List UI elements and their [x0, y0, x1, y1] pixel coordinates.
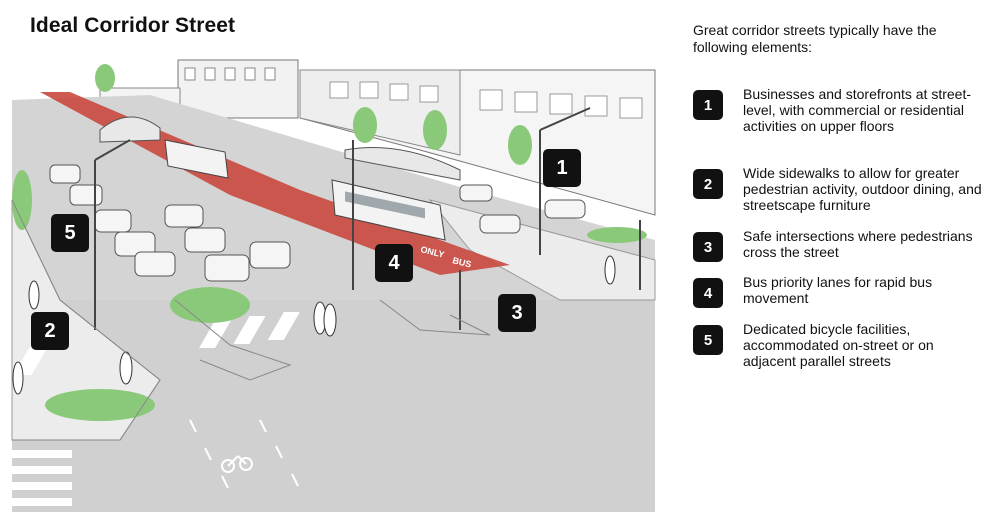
page-title: Ideal Corridor Street	[30, 14, 236, 37]
legend-text-2: Wide sidewalks to allow for greater pede…	[743, 165, 982, 213]
legend-intro: Great corridor streets typically have th…	[693, 22, 937, 55]
legend-item-5: 5 Dedicated bicycle facilities, accommod…	[693, 321, 993, 369]
legend-text-5: Dedicated bicycle facilities, accommodat…	[743, 321, 934, 369]
legend-number-2: 2	[693, 169, 723, 199]
street-lights	[94, 107, 641, 330]
pedestrians	[12, 255, 616, 395]
legend-panel: Great corridor streets typically have th…	[693, 22, 993, 369]
callout-badge-2: 2	[31, 312, 69, 350]
callout-badge-1: 1	[543, 149, 581, 187]
bus-near	[331, 179, 446, 241]
legend-number-1: 1	[693, 90, 723, 120]
crosswalk-near	[0, 312, 300, 380]
road-cross	[12, 300, 655, 512]
crosswalk-left	[12, 450, 72, 506]
bike-lane-symbol	[221, 455, 253, 473]
greenery	[12, 64, 647, 421]
bus-shelter-right	[344, 147, 461, 181]
bus-shelter-left	[99, 116, 161, 143]
buildings-left	[99, 59, 299, 119]
curb-lines	[11, 199, 491, 441]
legend-number-4: 4	[693, 278, 723, 308]
bus-lane-marking: BUS	[452, 255, 473, 269]
bus-far	[164, 139, 229, 179]
lane-dashes	[189, 419, 299, 489]
legend-text-3: Safe intersections where pedestrians cro…	[743, 228, 973, 260]
street-drawing: BUS ONLY	[0, 59, 656, 512]
legend-text-1: Businesses and storefronts at street-lev…	[743, 86, 971, 134]
callout-badge-4: 4	[375, 244, 413, 282]
callout-badge-3: 3	[498, 294, 536, 332]
legend-item-1: 1 Businesses and storefronts at street-l…	[693, 86, 993, 134]
callout-badge-5: 5	[51, 214, 89, 252]
legend-number-5: 5	[693, 325, 723, 355]
parked-cars-left	[49, 164, 291, 282]
legend-item-2: 2 Wide sidewalks to allow for greater pe…	[693, 165, 993, 213]
legend-item-4: 4 Bus priority lanes for rapid bus movem…	[693, 274, 993, 308]
legend-item-3: 3 Safe intersections where pedestrians c…	[693, 228, 993, 262]
cars-right	[459, 184, 586, 234]
street-illustration: BUS ONLY	[0, 59, 656, 512]
legend-text-4: Bus priority lanes for rapid bus movemen…	[743, 274, 933, 306]
legend-number-3: 3	[693, 232, 723, 262]
